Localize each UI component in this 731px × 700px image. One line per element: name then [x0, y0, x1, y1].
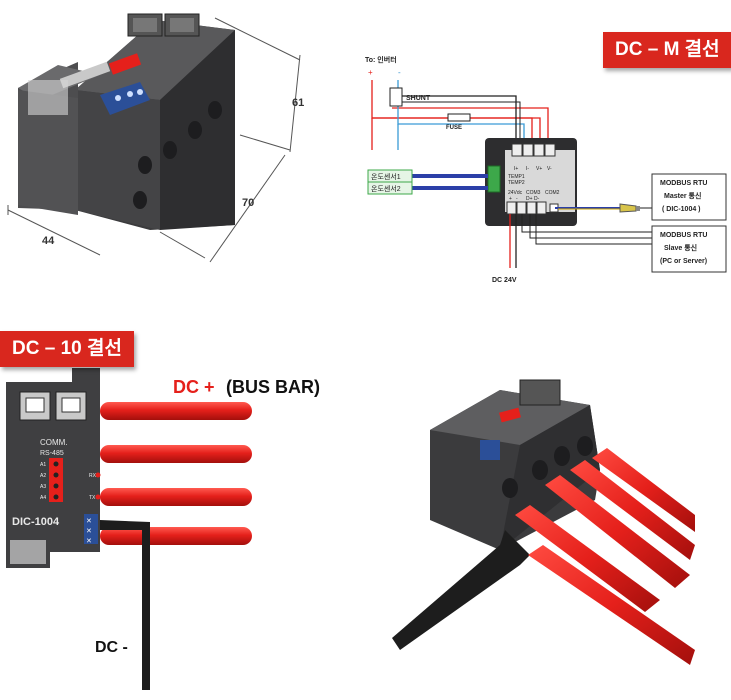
master-box-line2: Master 통신: [664, 191, 701, 200]
svg-text:✕: ✕: [86, 528, 92, 535]
svg-text:✕: ✕: [86, 518, 92, 525]
top-terminals: [511, 143, 556, 157]
shunt-label: SHUNT: [406, 95, 431, 102]
dcm-schematic: To: 인버터 + - SHUNT FUSE I+ I-: [365, 55, 727, 284]
pin-v-minus: V-: [547, 166, 552, 172]
dcm-title-badge: DC – M 결선: [603, 32, 731, 68]
pin-temp1: TEMP1: [508, 174, 525, 180]
bus-bar-label: (BUS BAR): [226, 377, 320, 397]
pin-temp2: TEMP2: [508, 180, 525, 186]
rx-label: RX: [89, 473, 97, 479]
svg-text:✕: ✕: [86, 538, 92, 545]
dc10-front-view: COMM. RS-485 A1 A2 A3 A4 RX TX DIC-1004 …: [6, 368, 252, 690]
master-box-line1: MODBUS RTU: [660, 180, 707, 187]
pin-i-minus: I-: [526, 166, 529, 172]
led-a3: A3: [40, 484, 46, 490]
pin-plus: +: [509, 196, 512, 202]
led-a1: A1: [40, 462, 46, 468]
fuse-label: FUSE: [446, 125, 462, 131]
pin-i-plus: I+: [514, 166, 518, 172]
dim-height: 61: [292, 97, 304, 109]
dc-plus-label: DC +: [173, 377, 215, 397]
temp-sensor-2-label: 온도센서2: [371, 184, 401, 193]
dc24v-label: DC 24V: [492, 277, 517, 284]
dim-width: 44: [42, 235, 55, 247]
panel-model: DIC-1004: [12, 516, 60, 528]
plus-label: +: [368, 68, 373, 77]
slave-box-line2: Slave 통신: [664, 243, 697, 252]
pin-com3: COM3: [526, 190, 541, 196]
tx-label: TX: [89, 495, 96, 501]
slave-box-line3: (PC or Server): [660, 258, 707, 265]
led-a2: A2: [40, 473, 46, 479]
pin-24vdc: 24Vdc: [508, 190, 523, 196]
panel-comm: COMM.: [40, 438, 68, 447]
pin-minus: -: [516, 196, 518, 202]
master-box-line3: ( DIC-1004 ): [662, 206, 701, 213]
bottom-terminals: [506, 201, 559, 215]
device-3d-busbars: [392, 379, 695, 665]
dim-depth: 70: [242, 197, 254, 209]
minus-label: -: [398, 68, 401, 77]
to-inverter-label: To: 인버터: [365, 55, 397, 64]
device-3d-top: [18, 13, 235, 230]
panel-rs485: RS-485: [40, 450, 64, 457]
slave-box-line1: MODBUS RTU: [660, 232, 707, 239]
pin-d-plus: D+: [526, 196, 533, 202]
dc-minus-label: DC -: [95, 639, 128, 656]
temp-sensor-1-label: 온도센서1: [371, 172, 401, 181]
dimension-lines: [7, 17, 301, 263]
pin-v-plus: V+: [536, 166, 542, 172]
pin-d-minus: D-: [534, 196, 540, 202]
pin-com2: COM2: [545, 190, 560, 196]
led-a4: A4: [40, 495, 46, 501]
dc10-title-badge: DC – 10 결선: [0, 331, 134, 367]
